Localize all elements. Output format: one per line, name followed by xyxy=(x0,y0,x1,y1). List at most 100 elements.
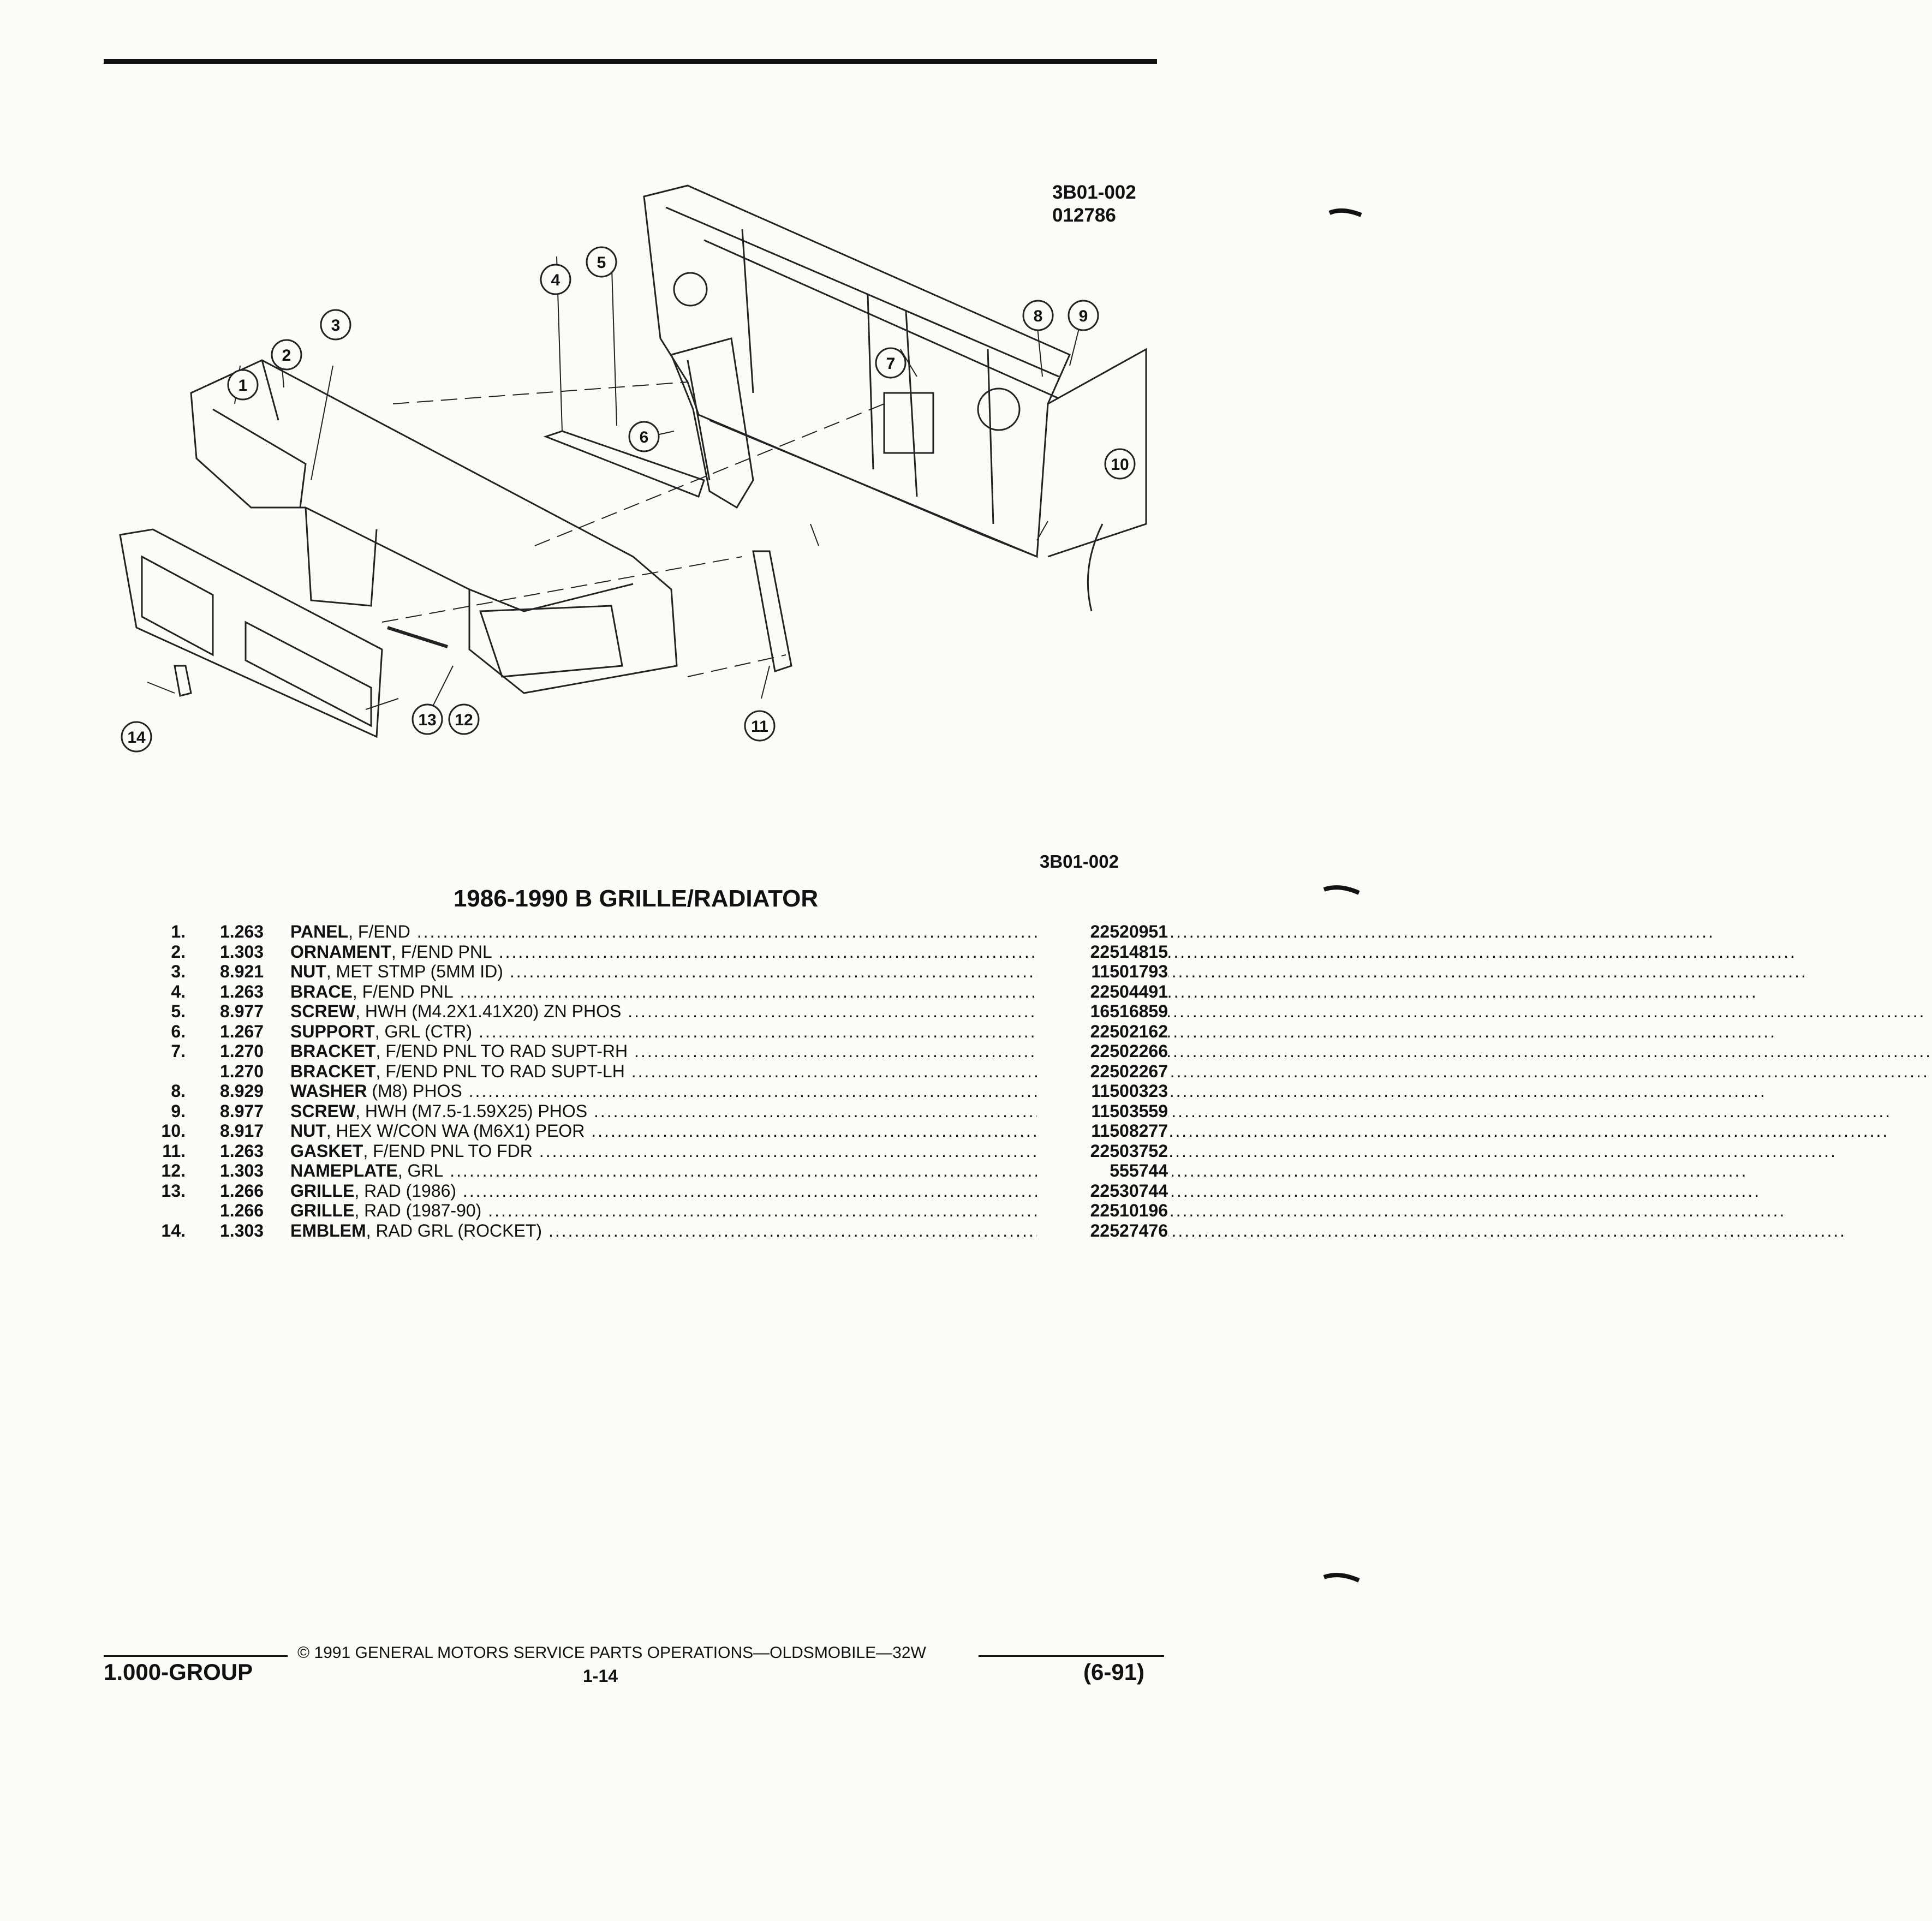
part-description: SCREW, HWH (M7.5-1.59X25) PHOS xyxy=(290,1101,1031,1121)
nameplate-drawing xyxy=(387,626,448,648)
part-number: 10. xyxy=(161,1121,186,1141)
callout-4: 4 xyxy=(551,271,560,289)
group-code: 1.270 xyxy=(220,1061,264,1081)
part-catalog-number: 22502267 xyxy=(1037,1061,1168,1081)
part-name: ORNAMENT xyxy=(290,941,391,962)
copyright-notice: © 1991 GENERAL MOTORS SERVICE PARTS OPER… xyxy=(297,1644,926,1662)
callout-3: 3 xyxy=(331,317,341,335)
part-row: 5. 8.977 SCREW, HWH (M4.2X1.41X20) ZN PHOS… xyxy=(158,1001,1168,1022)
part-number: 13. xyxy=(161,1180,186,1201)
part-number: 11. xyxy=(162,1141,186,1161)
part-name: SUPPORT xyxy=(290,1021,375,1041)
callout-12: 12 xyxy=(455,711,473,729)
figure-codes: 3B01-002 012786 xyxy=(1052,181,1136,227)
part-description: BRACE, F/END PNL xyxy=(290,982,1031,1002)
part-number: 3. xyxy=(171,962,186,981)
part-description: EMBLEM, RAD GRL (ROCKET) xyxy=(290,1221,1031,1241)
footer-rule-left xyxy=(104,1655,288,1657)
part-spec: , GRL xyxy=(397,1161,444,1180)
part-number: 2. xyxy=(171,941,186,962)
part-row: 13. 1.266 GRILLE, RAD (1986) 22530744 xyxy=(158,1180,1168,1201)
part-name: BRACE xyxy=(290,981,353,1001)
part-name: GASKET xyxy=(290,1141,363,1161)
group-code: 1.303 xyxy=(220,1220,264,1240)
part-spec: , RAD (1987-90) xyxy=(354,1201,482,1220)
part-catalog-number: 22527476 xyxy=(1037,1220,1168,1240)
part-description: BRACKET, F/END PNL TO RAD SUPT-RH xyxy=(290,1041,1031,1061)
part-number: 5. xyxy=(171,1001,186,1021)
callout-13: 13 xyxy=(418,711,436,729)
part-description: PANEL, F/END xyxy=(290,922,1031,942)
part-catalog-number: 22504491 xyxy=(1037,981,1168,1001)
part-name: PANEL xyxy=(290,922,349,941)
part-catalog-number: 22530744 xyxy=(1037,1180,1168,1201)
part-number: 6. xyxy=(171,1021,186,1041)
part-description: GASKET, F/END PNL TO FDR xyxy=(290,1141,1031,1161)
part-spec: , F/END PNL xyxy=(352,981,454,1001)
callout-14: 14 xyxy=(127,729,146,747)
group-code: 1.263 xyxy=(220,1141,264,1161)
callout-9: 9 xyxy=(1079,307,1088,325)
group-code: 1.266 xyxy=(220,1180,264,1201)
group-code: 8.921 xyxy=(220,962,264,981)
group-code: 1.303 xyxy=(220,941,264,962)
part-description: SUPPORT, GRL (CTR) xyxy=(290,1022,1031,1042)
part-spec: , RAD (1986) xyxy=(354,1180,457,1201)
radiator-support-drawing xyxy=(643,184,1147,612)
footer-rule-right xyxy=(979,1655,1164,1657)
part-description: GRILLE, RAD (1986) xyxy=(290,1181,1031,1201)
callout-2: 2 xyxy=(282,347,291,365)
group-code: 1.270 xyxy=(220,1041,264,1061)
part-spec: , F/END xyxy=(348,922,410,941)
center-support-drawing xyxy=(670,337,754,509)
callout-8: 8 xyxy=(1034,307,1043,325)
group-code: 8.929 xyxy=(220,1081,264,1101)
page-number: 1-14 xyxy=(583,1666,618,1686)
group-code: 8.917 xyxy=(220,1121,264,1141)
group-code: 1.266 xyxy=(220,1201,264,1220)
part-description: ORNAMENT, F/END PNL xyxy=(290,942,1031,962)
part-spec: , F/END PNL TO FDR xyxy=(363,1141,533,1161)
group-code: 1.263 xyxy=(220,981,264,1001)
part-name: SCREW xyxy=(290,1001,356,1021)
group-code: 8.977 xyxy=(220,1001,264,1021)
section-title: 1986-1990 B GRILLE/RADIATOR xyxy=(453,885,819,912)
part-name: BRACKET xyxy=(290,1041,376,1061)
group-code: 1.303 xyxy=(220,1161,264,1180)
exploded-parts-diagram: 1 2 3 4 5 6 7 8 9 10 11 12 13 14 xyxy=(119,184,1147,753)
part-spec: , F/END PNL TO RAD SUPT-RH xyxy=(375,1041,628,1061)
part-catalog-number: 22502162 xyxy=(1037,1021,1168,1041)
part-spec: (M8) PHOS xyxy=(367,1081,462,1101)
part-spec: , RAD GRL (ROCKET) xyxy=(366,1220,542,1240)
callout-6: 6 xyxy=(640,428,649,446)
callout-5: 5 xyxy=(597,254,606,272)
callout-1: 1 xyxy=(238,377,248,395)
gasket-drawing xyxy=(752,550,792,672)
brace-drawing xyxy=(543,430,705,498)
part-catalog-number: 22520951 xyxy=(1037,922,1168,942)
part-catalog-number: 22502266 xyxy=(1037,1041,1168,1061)
part-catalog-number: 555744 xyxy=(1037,1161,1168,1181)
part-description: SCREW, HWH (M4.2X1.41X20) ZN PHOS xyxy=(290,1001,1031,1022)
part-name: GRILLE xyxy=(290,1180,355,1201)
part-description: BRACKET, F/END PNL TO RAD SUPT-LH xyxy=(290,1061,1031,1082)
part-description: NAMEPLATE, GRL xyxy=(290,1161,1031,1181)
top-rule xyxy=(104,59,1157,64)
punch-mark-bottom xyxy=(1323,1573,1360,1583)
callout-11: 11 xyxy=(751,718,768,736)
part-spec: , HEX W/CON WA (M6X1) PEOR xyxy=(326,1121,585,1141)
part-description: WASHER (M8) PHOS xyxy=(290,1081,1031,1101)
part-number: 8. xyxy=(171,1081,186,1101)
